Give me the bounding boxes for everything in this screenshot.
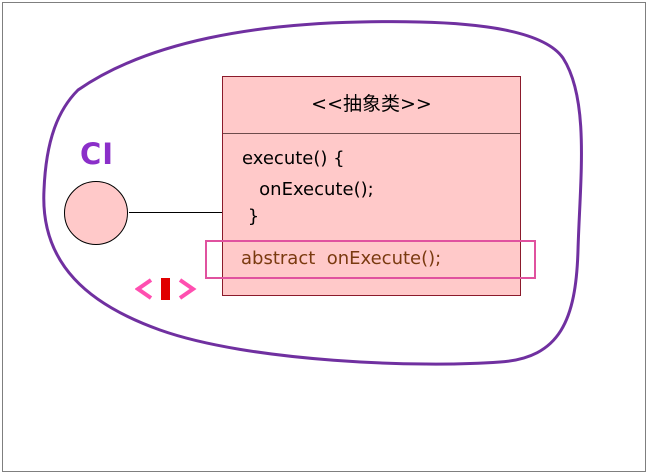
interface-connector-line xyxy=(129,212,223,213)
left-chevron-icon xyxy=(135,278,153,300)
code-line-execute: execute() { xyxy=(242,148,345,169)
abstract-method-highlight xyxy=(205,240,536,279)
class-divider xyxy=(223,133,520,134)
port-symbol-icon xyxy=(135,276,197,302)
abstract-method-text: abstract onExecute(); xyxy=(241,248,442,269)
right-chevron-icon xyxy=(178,278,197,300)
code-line-onexecute-call: onExecute(); xyxy=(242,179,374,200)
slide-frame xyxy=(2,2,646,472)
interface-circle xyxy=(64,181,128,245)
class-stereotype-title: <<抽象类>> xyxy=(311,93,432,115)
abstract-class-box: <<抽象类>> xyxy=(222,76,521,296)
component-boundary-outline xyxy=(42,20,583,366)
port-bar-icon xyxy=(159,276,172,302)
interface-label-ci: CI xyxy=(80,137,115,171)
code-line-close-brace: } xyxy=(242,206,260,227)
